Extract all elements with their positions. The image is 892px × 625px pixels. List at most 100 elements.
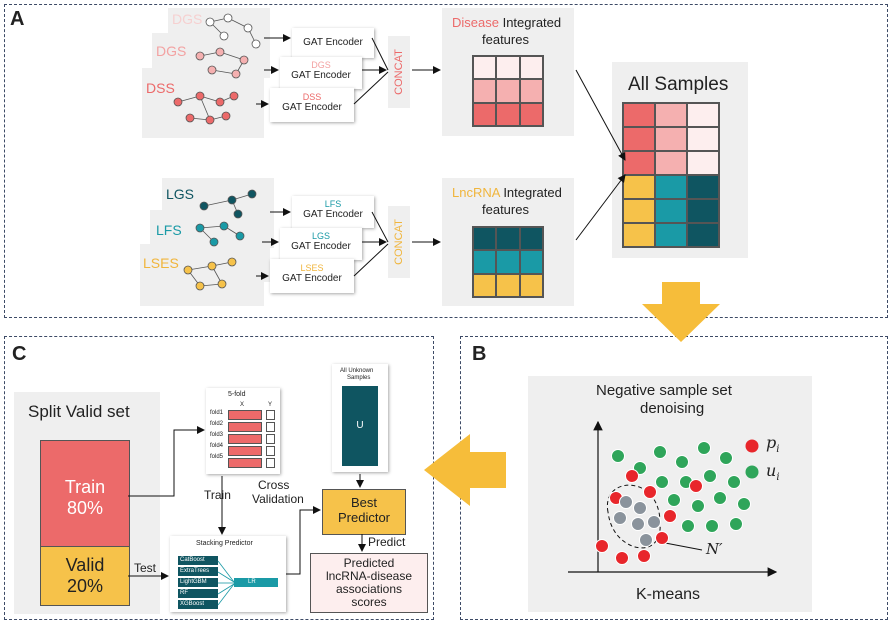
disease-encoder-1-label: GAT Encoder	[303, 37, 363, 48]
fold-label: fold1	[210, 410, 224, 416]
meta-model-lr: LR	[234, 578, 278, 587]
base-model-5: XGBoost	[178, 600, 218, 609]
lnc-graph-label-1: LGS	[166, 186, 195, 202]
all-samples-title: All Samples	[628, 74, 729, 95]
fold-row-4: fold4	[210, 443, 223, 449]
disease-feature-rest: Integrated	[498, 15, 562, 30]
stacking-predictor-card: Stacking Predictor CatBoost ExtraTrees L…	[170, 536, 286, 612]
cv-label-line2: Validation	[252, 492, 304, 506]
disease-encoder-2: DGS GAT Encoder	[280, 57, 362, 89]
lnc-encoder-1-prefix: LFS	[324, 199, 342, 209]
panel-b-label: B	[472, 343, 487, 365]
disease-feature-line2: features	[482, 32, 529, 47]
legend-p-label: pi	[766, 433, 779, 455]
split-valid-title: Split Valid set	[28, 402, 130, 421]
five-fold-x-header: X	[240, 402, 245, 408]
fold-y-cells	[266, 410, 275, 468]
test-arrow-label: Test	[134, 561, 157, 575]
base-model-1: CatBoost	[178, 556, 218, 565]
best-predictor-line1: Best	[350, 495, 377, 510]
unknown-matrix: U	[342, 386, 378, 466]
stacking-internal-lines	[217, 560, 235, 606]
lnc-encoder-1-label: GAT Encoder	[303, 209, 363, 220]
cv-label-line1: Cross	[258, 478, 290, 492]
unknown-samples-card: All Unknown Samples U	[332, 364, 388, 472]
disease-concat-box: CONCAT	[388, 36, 410, 108]
cluster-pointer	[659, 541, 703, 551]
result-line1: Predicted	[343, 556, 395, 570]
lnc-graph-label-3: LSES	[143, 255, 179, 271]
disease-encoder-2-prefix: DGS	[311, 60, 331, 70]
best-predictor-line2: Predictor	[337, 510, 391, 525]
disease-graph-label-1: DGS	[172, 11, 203, 27]
denoising-title-2: denoising	[640, 400, 705, 417]
result-line3: associations	[335, 582, 403, 596]
base-model-4: RF	[178, 589, 218, 598]
base-model-3: LightGBM	[178, 578, 218, 587]
fold-x-cells	[228, 410, 262, 468]
lnc-encoder-2-label: GAT Encoder	[291, 241, 351, 252]
disease-encoder-2-label: GAT Encoder	[291, 70, 351, 81]
lnc-graph-card-3	[140, 244, 264, 306]
kmeans-label: K-means	[636, 586, 701, 603]
disease-feature-matrix	[472, 55, 544, 127]
fold-row-1: fold1	[210, 410, 223, 416]
lnc-concat-box: CONCAT	[388, 206, 410, 278]
unknown-title-2: Samples	[347, 375, 371, 381]
lnc-encoder-3-label: GAT Encoder	[282, 273, 342, 284]
result-line2: lncRNA-disease	[325, 569, 413, 583]
lnc-feature-rest: Integrated	[499, 185, 562, 200]
base-model-2: ExtraTrees	[178, 567, 218, 576]
lnc-encoder-2: LGS GAT Encoder	[280, 228, 362, 260]
five-fold-card: 5-fold X Y fold1 fold2 fold3 fold4 fold5	[206, 388, 280, 474]
fold-row-2: fold2	[210, 421, 223, 427]
lnc-graph-label-2: LFS	[156, 222, 182, 238]
lnc-encoder-1: LFS GAT Encoder	[292, 196, 374, 228]
stacking-title: Stacking Predictor	[196, 540, 253, 547]
panel-c-frame	[4, 336, 434, 620]
disease-graph-label-3: DSS	[146, 80, 175, 96]
disease-flow-arrows	[256, 34, 626, 161]
fold-row-3: fold3	[210, 432, 223, 438]
fold-label: fold3	[210, 432, 224, 438]
disease-graph-nodes	[173, 13, 261, 125]
legend-u-sub: i	[776, 472, 780, 484]
denoising-card	[528, 376, 812, 612]
legend-p-sub: i	[776, 444, 780, 456]
panel-a-frame	[4, 4, 888, 318]
train-label: Train	[64, 477, 106, 497]
gold-arrow-down	[642, 282, 720, 342]
fold-label: fold4	[210, 443, 224, 449]
unknown-title-1: All Unknown	[340, 368, 374, 374]
red-points	[595, 469, 703, 565]
valid-label: Valid	[65, 555, 105, 575]
legend-red-dot	[745, 439, 759, 453]
disease-feature-highlight: Disease	[452, 15, 499, 30]
fold-label: fold2	[210, 421, 224, 427]
lnc-encoder-2-prefix: LGS	[311, 231, 330, 241]
legend-u: u	[766, 461, 777, 480]
five-fold-title: 5-fold	[228, 391, 246, 398]
result-line4: scores	[351, 595, 387, 609]
five-fold-y-header: Y	[268, 402, 273, 408]
cluster-n-label: N′	[706, 540, 723, 558]
legend-p: p	[766, 433, 777, 452]
disease-encoder-3-prefix: DSS	[302, 92, 322, 102]
lnc-feature-highlight: LncRNA	[452, 185, 500, 200]
disease-encoder-3-label: GAT Encoder	[282, 102, 342, 113]
lnc-feature-line2: features	[482, 202, 529, 217]
legend-u-label: ui	[766, 461, 780, 483]
train-arrow-label: Train	[204, 488, 231, 502]
gray-points	[613, 495, 661, 547]
disease-encoder-3: DSS GAT Encoder	[270, 88, 354, 122]
lnc-feature-matrix	[472, 226, 544, 298]
fold-row-5: fold5	[210, 454, 223, 460]
disease-graph-label-2: DGS	[156, 43, 187, 59]
disease-feature-title: Disease Integrated	[452, 15, 561, 30]
predict-arrow-label: Predict	[368, 535, 406, 549]
lnc-encoder-3-prefix: LSES	[300, 263, 324, 273]
lnc-flow-arrows	[256, 174, 626, 280]
disease-encoder-1: GAT Encoder	[292, 28, 374, 58]
gold-arrow-left	[424, 434, 506, 506]
